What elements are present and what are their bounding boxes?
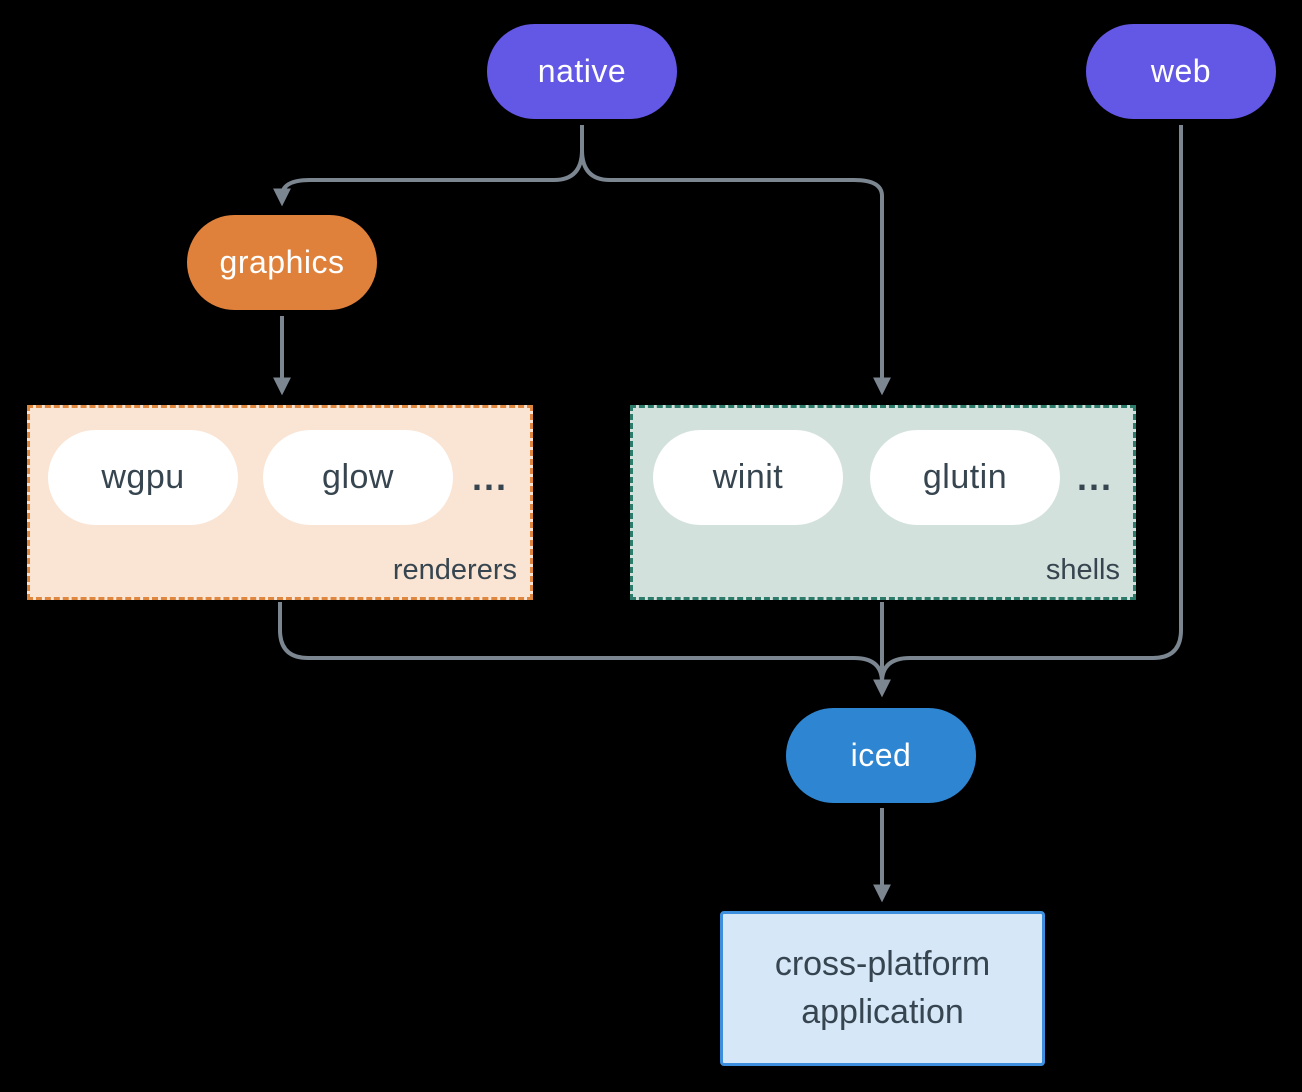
node-native: native — [487, 24, 677, 119]
node-graphics-label: graphics — [219, 244, 345, 280]
node-web-label: web — [1150, 53, 1212, 89]
line-web-to-merge — [880, 125, 1183, 683]
node-glutin: glutin — [870, 430, 1060, 525]
renderers-ellipsis: ... — [471, 456, 508, 498]
node-iced-label: iced — [850, 737, 912, 773]
node-iced: iced — [786, 708, 976, 803]
node-wgpu: wgpu — [48, 430, 238, 525]
shells-ellipsis: ... — [1076, 456, 1113, 498]
arrow-native-to-graphics — [273, 125, 584, 207]
shells-group-label: shells — [1045, 554, 1120, 586]
node-winit-label: winit — [712, 458, 784, 496]
node-glutin-label: glutin — [922, 458, 1008, 496]
renderers-group-label: renderers — [392, 554, 517, 586]
node-glow: glow — [263, 430, 453, 525]
node-glow-label: glow — [322, 458, 394, 496]
node-native-label: native — [537, 53, 627, 89]
node-graphics: graphics — [187, 215, 377, 310]
group-renderers: wgpu glow ... renderers — [27, 405, 533, 600]
line-renderers-to-merge — [278, 602, 884, 683]
node-winit: winit — [653, 430, 843, 525]
node-cross-platform-application: cross-platform application — [720, 911, 1045, 1066]
group-shells: winit glutin ... shells — [630, 405, 1136, 600]
application-label-line1: cross-platform — [774, 945, 991, 983]
application-label-line2: application — [801, 993, 964, 1031]
arrow-native-to-shells — [580, 125, 891, 396]
node-web: web — [1086, 24, 1276, 119]
node-wgpu-label: wgpu — [101, 458, 185, 496]
